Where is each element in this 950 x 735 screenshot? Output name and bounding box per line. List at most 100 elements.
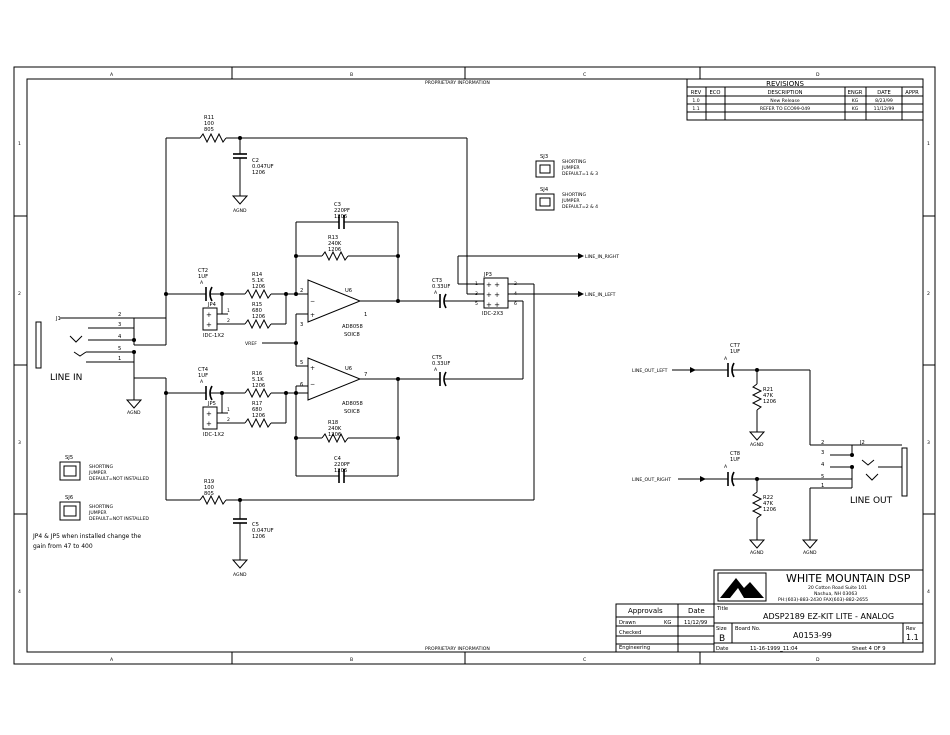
jp5-ref: JP5 [207,401,216,407]
c4-ref: C4 [334,456,342,462]
j1-pin-5: 5 [118,346,121,352]
drawn-label: Drawn [619,620,636,626]
sj6-legend: SJ6 SHORTING JUMPER DEFAULT=NOT INSTALLE… [59,495,149,522]
rev-row1-date: 8/23/99 [875,98,893,104]
c3-ref: C3 [334,202,341,208]
u6a-pin-plus: 3 [300,322,303,328]
r11-pkg: 805 [204,127,214,133]
r14-pkg: 1206 [252,284,265,290]
date-field-label: Date [716,646,728,652]
ct4-value: 1UF [198,373,208,379]
rev-header-eco: ECO [710,90,721,96]
r22-ref: R22 [763,495,773,501]
size-label: Size [716,626,727,632]
jp3-type: IDC-2X3 [482,311,503,317]
sj3-line1: SHORTING [562,159,586,165]
u6a-pin-out: 1 [364,312,367,318]
r19-pkg: 805 [204,491,214,497]
date-label: Date [688,607,705,615]
jp5-type: IDC-1X2 [203,432,224,438]
output-section: LINE_OUT_LEFT CT7 1UF A AGND R21 47K 120… [632,343,908,556]
r22-resistor [751,491,763,519]
zone-right-2: 2 [927,291,930,297]
lower-amplifier: CT4 1UF A R16 5.1K 1206 + + 1 2 JP5 IDC-… [164,301,524,483]
jp3-ref: JP3 [483,272,492,278]
company-address-1: 20 Cotton Road Suite 101 [808,585,867,591]
r14-value: 5.1K [252,278,264,284]
agnd-symbol-r22 [748,539,766,549]
r17-value: 680 [252,407,262,413]
sj4-ref: SJ4 [540,187,549,193]
company-address-2: Nashua, NH 03063 [814,591,857,597]
ct2-ref: CT2 [198,268,208,274]
agnd-label-r22: AGND [750,550,764,556]
agnd-symbol-j2 [801,539,819,549]
top-filter: R11 100 805 C2 0.047UF 1206 AGND [166,115,467,214]
sheet-frame: A B C D A B C D 1 2 3 4 1 2 3 4 PROPRIET… [13,66,936,665]
jp5-pin-1: 1 [227,407,230,413]
zone-left-2: 2 [18,291,21,297]
r18-pkg: 1206 [328,432,341,438]
c3-pkg: 1206 [334,214,347,220]
line-in-left-label: LINE_IN_LEFT [585,292,616,298]
agnd-symbol-bottom [231,559,249,569]
r18-resistor [321,432,349,444]
jp3-plus-1: + + [486,281,500,289]
rev-header-date: DATE [877,90,891,96]
rev-row2-desc: REFER TO ECO99-049 [760,106,810,112]
j2-jack-body [901,447,908,497]
ct3-pol: A [434,290,438,296]
ct4-ref: CT4 [198,367,209,373]
r15-pkg: 1206 [252,314,265,320]
sj5-ref: SJ5 [65,455,73,461]
zone-bottom-d: D [816,657,820,663]
r19-ref: R19 [204,479,214,485]
vref-net: VREF [245,314,308,367]
jp4-ref: JP4 [207,302,217,308]
zone-top-a: A [110,72,114,78]
sj4-line2: JUMPER [561,198,580,204]
r22-pkg: 1206 [763,507,776,513]
r16-resistor [244,387,272,399]
r11-resistor [199,132,227,144]
u6b-ref: U6 [345,366,352,372]
j2-pin-1: 1 [821,483,824,489]
u6a-minus: − [310,298,315,305]
jp4-header [202,307,218,331]
c5-pkg: 1206 [252,534,265,540]
r16-ref: R16 [252,371,262,377]
vref-label: VREF [245,341,257,347]
zone-top-d: D [816,72,820,78]
sj4-line1: SHORTING [562,192,586,198]
sj4-line3: DEFAULT=2 & 4 [562,204,598,210]
sj5-line2: JUMPER [88,470,107,476]
j1-pin-2: 2 [118,312,121,318]
rev-row1-engr: KG [852,98,859,104]
r21-pkg: 1206 [763,399,776,405]
zone-bottom-b: B [350,657,353,663]
ct4-pol: A [200,379,204,385]
sj5-line1: SHORTING [89,464,113,470]
agnd-label-bottom: AGND [233,572,247,578]
r17-resistor [244,417,272,429]
j1-ref: J1 [55,316,61,322]
zone-right-4: 4 [927,589,930,595]
drawn-by: KG [664,620,671,626]
ct8-ref: CT8 [730,451,740,457]
board-label: Board No. [735,626,761,632]
r13-value: 240K [328,241,342,247]
title-block: WHITE MOUNTAIN DSP 20 Cotton Road Suite … [615,569,924,653]
ct7-value: 1UF [730,349,740,355]
line-out-right-label: LINE_OUT_RIGHT [632,477,671,483]
r16-value: 5.1K [252,377,264,383]
sj6-line2: JUMPER [88,510,107,516]
r15-ref: R15 [252,302,262,308]
jp5-plus-1: + [206,410,212,418]
rev-value: 1.1 [906,633,919,642]
u6a-pin-minus: 2 [300,288,303,294]
zone-right-1: 1 [927,141,930,147]
jp3-header: + + + + + + JP3 IDC-2X3 1 3 5 2 4 6 LINE… [457,138,619,500]
u6b-opamp [307,357,362,401]
u6b-pkg: SOIC8 [344,409,360,415]
